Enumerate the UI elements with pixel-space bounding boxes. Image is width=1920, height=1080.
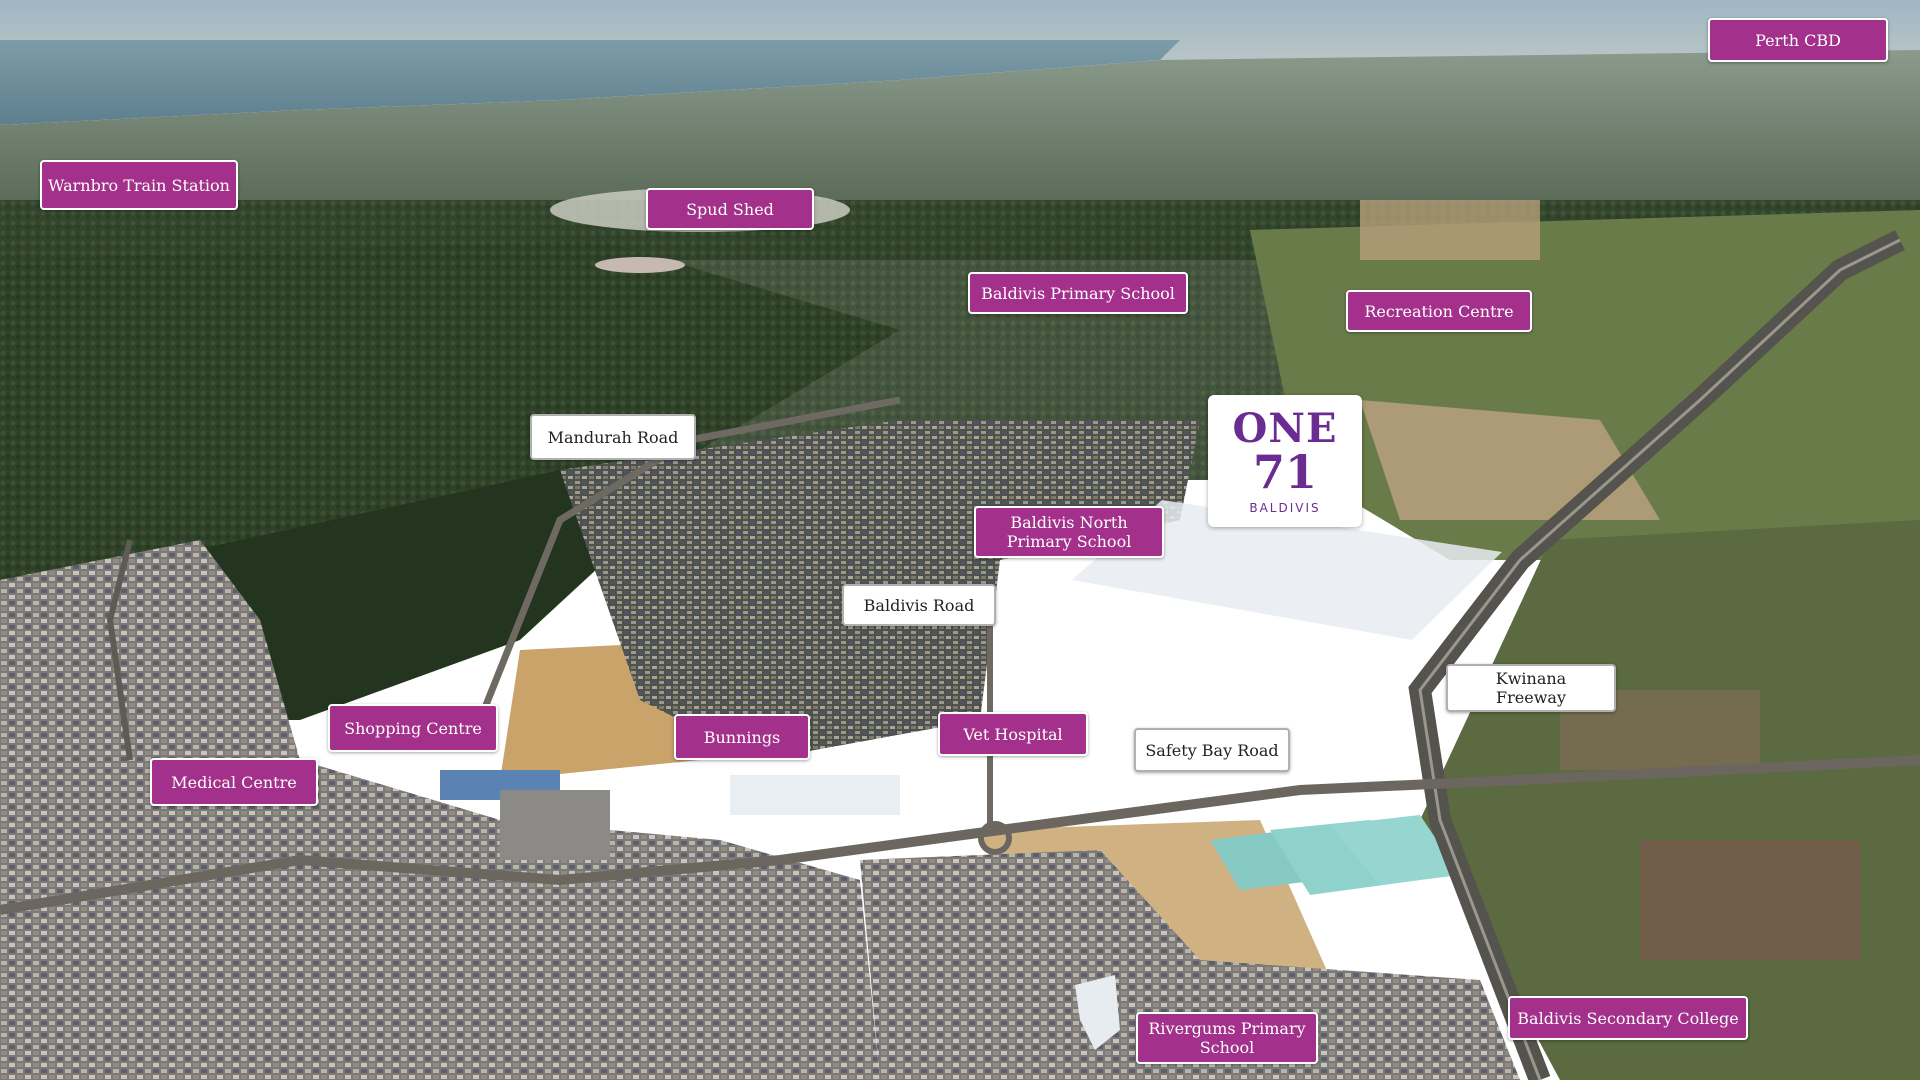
label-medical-centre-text: Medical Centre	[171, 772, 297, 792]
label-rivergums-line2: School	[1199, 1038, 1255, 1057]
label-baldivis-road: Baldivis Road	[842, 584, 996, 626]
label-bunnings: Bunnings	[674, 714, 810, 760]
label-shopping-centre: Shopping Centre	[328, 704, 498, 752]
label-vet-hospital: Vet Hospital	[938, 712, 1088, 756]
label-kwinana-freeway: Kwinana Freeway	[1446, 664, 1616, 712]
logo-place: BALDIVIS	[1249, 501, 1321, 515]
label-warnbro-train-station-text: Warnbro Train Station	[48, 175, 230, 195]
label-rivergums-primary-school: Rivergums Primary School	[1136, 1012, 1318, 1064]
label-safety-bay-road-text: Safety Bay Road	[1145, 740, 1279, 760]
label-baldivis-secondary-college-text: Baldivis Secondary College	[1517, 1008, 1739, 1028]
label-baldivis-primary-school-text: Baldivis Primary School	[981, 283, 1175, 303]
label-recreation-centre-text: Recreation Centre	[1364, 301, 1514, 321]
label-rivergums-line1: Rivergums Primary	[1148, 1019, 1306, 1038]
label-baldivis-north-line1: Baldivis North	[1010, 513, 1128, 532]
label-mandurah-road: Mandurah Road	[530, 414, 696, 460]
label-shopping-centre-text: Shopping Centre	[344, 718, 482, 738]
label-vet-hospital-text: Vet Hospital	[963, 724, 1063, 744]
label-baldivis-north-primary-school: Baldivis North Primary School	[974, 506, 1164, 558]
label-medical-centre: Medical Centre	[150, 758, 318, 806]
label-baldivis-primary-school: Baldivis Primary School	[968, 272, 1188, 314]
label-kwinana-line1: Kwinana	[1495, 669, 1567, 688]
label-mandurah-road-text: Mandurah Road	[547, 427, 679, 447]
label-bunnings-text: Bunnings	[703, 727, 781, 747]
label-baldivis-road-text: Baldivis Road	[863, 595, 975, 615]
label-warnbro-train-station: Warnbro Train Station	[40, 160, 238, 210]
label-spud-shed-text: Spud Shed	[686, 199, 774, 219]
logo-number: 71	[1252, 445, 1317, 499]
logo-word: ONE	[1232, 405, 1338, 452]
label-baldivis-north-line2: Primary School	[1006, 532, 1132, 551]
one71-baldivis-logo: ONE 71 BALDIVIS	[1208, 395, 1362, 527]
label-safety-bay-road: Safety Bay Road	[1134, 728, 1290, 772]
label-kwinana-line2: Freeway	[1496, 688, 1566, 707]
label-perth-cbd: Perth CBD	[1708, 18, 1888, 62]
label-recreation-centre: Recreation Centre	[1346, 290, 1532, 332]
label-baldivis-secondary-college: Baldivis Secondary College	[1508, 996, 1748, 1040]
label-spud-shed: Spud Shed	[646, 188, 814, 230]
label-perth-cbd-text: Perth CBD	[1755, 30, 1841, 50]
